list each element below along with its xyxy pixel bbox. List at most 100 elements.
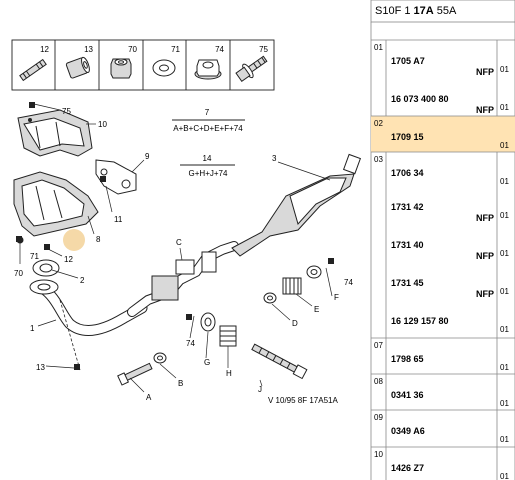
group-number: 08 <box>374 377 383 386</box>
legend-num-70: 70 <box>128 45 137 54</box>
leader-lines <box>19 103 333 393</box>
exploded-diagram: 12 13 70 71 74 75 <box>11 39 362 405</box>
legend-num-13: 13 <box>84 45 93 54</box>
table-row[interactable]: 16 129 157 80 01 <box>391 316 509 334</box>
legend-num-74: 74 <box>215 45 224 54</box>
hanger-c <box>175 259 195 275</box>
quantity: 01 <box>500 325 509 334</box>
rear-mounts-def <box>263 258 334 304</box>
part-reference: 1731 40 <box>391 240 424 250</box>
exhaust-manifold-lower <box>13 171 99 244</box>
nfp-flag: NFP <box>476 251 494 261</box>
callout-13: 13 <box>36 363 45 372</box>
part-reference: 16 073 400 80 <box>391 94 449 104</box>
part-reference: 1426 Z7 <box>391 463 424 473</box>
part-reference: 1731 42 <box>391 202 424 212</box>
exhaust-manifold-upper <box>17 109 93 157</box>
table-row[interactable]: 09 0349 A6 01 <box>374 413 509 444</box>
group-number: 02 <box>374 119 383 128</box>
part-reference: 16 129 157 80 <box>391 316 449 326</box>
highlight-spot <box>63 229 85 251</box>
nfp-flag: NFP <box>476 289 494 299</box>
table-row[interactable]: 16 073 400 80 01 NFP <box>391 94 509 115</box>
callout-12: 12 <box>64 255 73 264</box>
group-number: 01 <box>374 43 383 52</box>
code-prefix: S10F 1 <box>375 5 414 17</box>
formula-7-num: 7 <box>205 108 210 117</box>
group-number: 10 <box>374 450 383 459</box>
callout-F: F <box>334 293 339 302</box>
part-reference: 1798 65 <box>391 354 424 364</box>
manifold-gasket <box>95 159 137 195</box>
callout-B: B <box>178 379 183 388</box>
part-reference: 0349 A6 <box>391 426 425 436</box>
quantity: 01 <box>500 287 509 296</box>
intermediate-pipe <box>127 241 239 317</box>
washer-icon <box>152 59 176 77</box>
callout-J: J <box>258 385 262 394</box>
part-reference: 1731 45 <box>391 278 424 288</box>
callout-D: D <box>292 319 298 328</box>
formula-14-num: 14 <box>203 154 212 163</box>
callout-74a: 74 <box>186 339 195 348</box>
quantity: 01 <box>500 103 509 112</box>
table-row[interactable]: 10 1426 Z7 01 <box>374 450 509 480</box>
callout-9: 9 <box>145 152 150 161</box>
quantity: 01 <box>500 141 509 150</box>
legend-num-12: 12 <box>40 45 49 54</box>
stud-icon <box>19 58 47 82</box>
callout-H: H <box>226 369 232 378</box>
callout-10: 10 <box>98 120 107 129</box>
nfp-flag: NFP <box>476 105 494 115</box>
fastener-markers <box>16 102 106 370</box>
part-reference: 1705 A7 <box>391 56 425 66</box>
table-row[interactable]: 1731 40 01 NFP <box>391 240 509 261</box>
callout-E: E <box>314 305 319 314</box>
flange-bolt-icon <box>235 55 268 82</box>
callout-A: A <box>146 393 152 402</box>
callout-3: 3 <box>272 154 277 163</box>
callout-8: 8 <box>96 235 101 244</box>
quantity: 01 <box>500 472 509 480</box>
quantity: 01 <box>500 363 509 372</box>
callout-71: 71 <box>30 252 39 261</box>
fastener-legend: 12 13 70 71 74 75 <box>11 39 275 91</box>
pipe-gasket <box>32 259 60 277</box>
flange-nut-icon <box>194 59 222 80</box>
callout-2: 2 <box>80 276 85 285</box>
bolt-a-washer-b <box>117 352 167 386</box>
group-number: 03 <box>374 155 383 164</box>
catalytic-converter <box>231 153 362 257</box>
callout-labels: 75 10 9 3 11 8 71 12 70 2 1 13 C 74 F 74… <box>14 107 353 402</box>
quantity: 01 <box>500 435 509 444</box>
group-number: 09 <box>374 413 383 422</box>
legend-num-71: 71 <box>171 45 180 54</box>
callout-G: G <box>204 358 210 367</box>
legend-num-75: 75 <box>259 45 268 54</box>
part-reference: 0341 36 <box>391 390 424 400</box>
callout-1: 1 <box>30 324 35 333</box>
quantity: 01 <box>500 249 509 258</box>
nfp-flag: NFP <box>476 67 494 77</box>
diagram-reference: V 10/95 8F 17A51A <box>268 396 338 405</box>
table-header <box>370 0 515 23</box>
part-reference: 1706 34 <box>391 168 424 178</box>
table-row[interactable]: 1731 45 01 NFP <box>391 278 509 299</box>
quantity: 01 <box>500 211 509 220</box>
diagram-code: S10F 1 17A 55A <box>375 5 457 17</box>
quantity: 01 <box>500 65 509 74</box>
formula-14-text: G+H+J+74 <box>189 169 228 178</box>
formula-7-text: A+B+C+D+E+F+74 <box>173 124 243 133</box>
sleeve-nut-icon <box>65 56 90 79</box>
code-bold: 17A <box>414 5 434 17</box>
callout-11: 11 <box>114 215 123 224</box>
code-suffix: 55A <box>434 5 457 17</box>
